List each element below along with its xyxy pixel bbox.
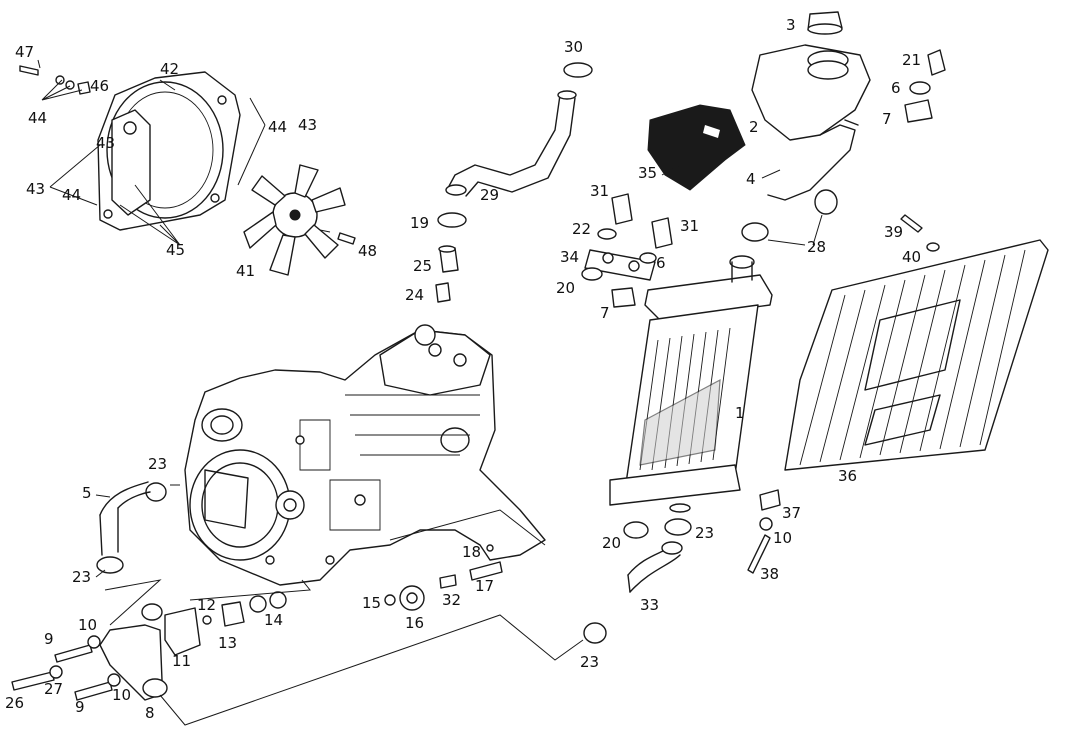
- radiator-mount-bottom: [623, 489, 781, 574]
- callout-44c: 44: [62, 186, 81, 204]
- callout-25: 25: [413, 257, 432, 275]
- tank-cover-black: [647, 104, 746, 191]
- callout-4: 4: [746, 170, 756, 188]
- callout-27: 27: [44, 680, 63, 698]
- callout-30: 30: [564, 38, 583, 56]
- callout-28: 28: [807, 238, 826, 256]
- callout-43a: 43: [298, 116, 317, 134]
- callout-35: 35: [638, 164, 657, 182]
- leader-lines: [37, 59, 823, 726]
- callout-33: 33: [640, 596, 659, 614]
- engine-block: [184, 324, 546, 586]
- hose-clamps: [96, 62, 838, 644]
- callout-47: 47: [15, 43, 34, 61]
- callout-43b: 43: [26, 180, 45, 198]
- callout-45: 45: [166, 241, 185, 259]
- thermostat-housing: [99, 591, 287, 701]
- upper-hose: [445, 90, 577, 197]
- radiator: [609, 255, 773, 513]
- callout-6a: 6: [891, 79, 901, 97]
- callout-26: 26: [5, 694, 24, 712]
- callout-16: 16: [405, 614, 424, 632]
- callout-44b: 44: [268, 118, 287, 136]
- callout-32: 32: [442, 591, 461, 609]
- callout-8: 8: [145, 704, 155, 722]
- fan-shroud: [97, 71, 241, 231]
- callout-18: 18: [462, 543, 481, 561]
- callout-43c: 43: [96, 134, 115, 152]
- callout-9b: 9: [75, 698, 85, 716]
- callout-31a: 31: [590, 182, 609, 200]
- callout-19: 19: [410, 214, 429, 232]
- callout-15: 15: [362, 594, 381, 612]
- bolts-left: [11, 635, 121, 701]
- hose-lower: [627, 541, 683, 593]
- callout-10b: 10: [112, 686, 131, 704]
- callout-11: 11: [172, 652, 191, 670]
- callout-23b: 23: [72, 568, 91, 586]
- fittings-center: [435, 245, 459, 303]
- radiator-brackets: [581, 193, 673, 308]
- callout-46: 46: [90, 77, 109, 95]
- callout-17: 17: [475, 577, 494, 595]
- callout-23d: 23: [695, 524, 714, 542]
- tank-fasteners: [904, 49, 946, 123]
- callout-3: 3: [786, 16, 796, 34]
- callout-7a: 7: [882, 110, 892, 128]
- expansion-tank: [751, 11, 871, 201]
- callout-36: 36: [838, 467, 857, 485]
- callout-29: 29: [480, 186, 499, 204]
- callout-2: 2: [749, 118, 759, 136]
- callout-12: 12: [197, 596, 216, 614]
- callout-1: 1: [735, 404, 745, 422]
- callout-24: 24: [405, 286, 424, 304]
- callout-31b: 31: [680, 217, 699, 235]
- callout-48: 48: [358, 242, 377, 260]
- water-pump-parts: [384, 544, 503, 611]
- callout-22: 22: [572, 220, 591, 238]
- callout-13: 13: [218, 634, 237, 652]
- callout-42: 42: [160, 60, 179, 78]
- radiator-grille: [784, 214, 1049, 471]
- fan-impeller: [243, 164, 346, 276]
- callout-7b: 7: [600, 304, 610, 322]
- fan-screws: [19, 65, 356, 245]
- callout-23a: 23: [148, 455, 167, 473]
- callout-10a: 10: [78, 616, 97, 634]
- callout-44a: 44: [28, 109, 47, 127]
- callout-39: 39: [884, 223, 903, 241]
- callout-9a: 9: [44, 630, 54, 648]
- callout-21: 21: [902, 51, 921, 69]
- callout-10c: 10: [773, 529, 792, 547]
- callout-labels: 1 2 3 4 5 6 6 7 7 8 9 9 10 10 10 11 12 1…: [5, 16, 921, 722]
- callout-23c: 23: [580, 653, 599, 671]
- callout-20b: 20: [602, 534, 621, 552]
- hose-left: [99, 481, 151, 556]
- callout-37: 37: [782, 504, 801, 522]
- callout-41: 41: [236, 262, 255, 280]
- callout-34: 34: [560, 248, 579, 266]
- callout-40: 40: [902, 248, 921, 266]
- callout-14: 14: [264, 611, 283, 629]
- callout-20a: 20: [556, 279, 575, 297]
- callout-5: 5: [82, 484, 92, 502]
- callout-6b: 6: [656, 254, 666, 272]
- callout-38: 38: [760, 565, 779, 583]
